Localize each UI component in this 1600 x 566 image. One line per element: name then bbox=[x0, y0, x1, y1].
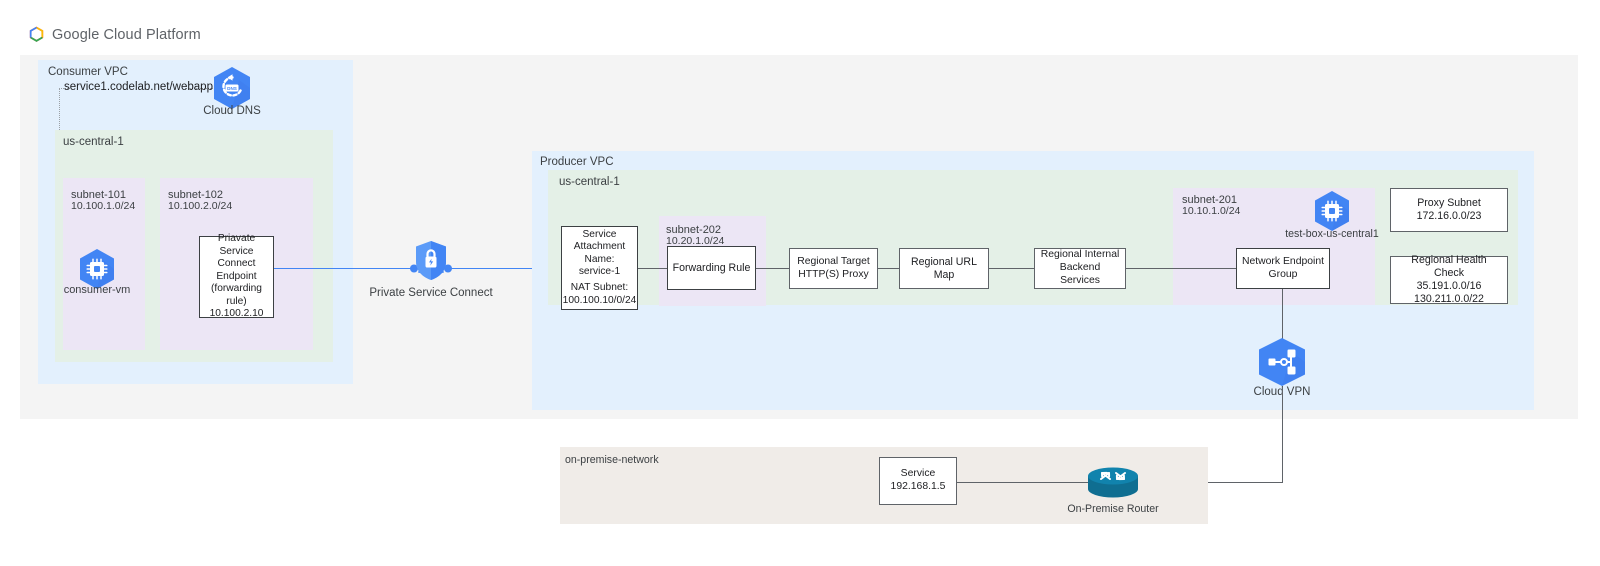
on-premise-service-line1: Service bbox=[900, 468, 936, 480]
link-vpn-to-onprem-vertical bbox=[1282, 387, 1283, 482]
subnet-102-cidr: 10.100.2.0/24 bbox=[168, 200, 233, 212]
psc-endpoint-line4: 10.100.2.10 bbox=[209, 308, 264, 320]
service-attachment-line5: 100.100.10/0/24 bbox=[562, 294, 637, 306]
consumer-vm-label: consumer-vm bbox=[63, 284, 131, 296]
on-premise-service-box: Service 192.168.1.5 bbox=[879, 457, 957, 505]
service-attachment-box: Service Attachment Name: service-1 NAT S… bbox=[561, 226, 638, 310]
link-attachment-to-forwarding-rule bbox=[638, 268, 667, 269]
link-proxy-to-url-map bbox=[878, 268, 899, 269]
regional-target-proxy-box: Regional Target HTTP(S) Proxy bbox=[789, 248, 878, 289]
psc-endpoint-line3: (forwarding rule) bbox=[211, 283, 262, 307]
health-check-line2: 35.191.0.0/16 bbox=[1416, 280, 1482, 292]
backend-services-line2: Backend Services bbox=[1059, 262, 1101, 286]
link-backend-to-neg bbox=[1126, 268, 1236, 269]
psc-endpoint-box: Priavate Service Connect Endpoint (forwa… bbox=[199, 233, 274, 320]
backend-services-line1: Regional Internal bbox=[1040, 249, 1120, 261]
cloud-dns-label-line1: Cloud bbox=[203, 105, 234, 117]
service-attachment-line3: Name: service-1 bbox=[578, 253, 621, 278]
cloud-dns-icon: DNS bbox=[212, 66, 252, 115]
dns-query-path-top bbox=[59, 88, 70, 89]
dns-hostname-label: service1.codelab.net/webapp bbox=[64, 81, 213, 93]
subnet-201-cidr: 10.10.1.0/24 bbox=[1182, 205, 1241, 217]
test-box-label: test-box-us-central1 bbox=[1285, 228, 1379, 240]
on-premise-router-label: On-Premise Router bbox=[1067, 503, 1159, 515]
regional-health-check-box: Regional Health Check 35.191.0.0/16 130.… bbox=[1390, 254, 1508, 305]
service-attachment-line1: Service bbox=[582, 229, 617, 240]
link-vpn-to-onprem-horizontal bbox=[1140, 482, 1283, 483]
test-box-vm-icon bbox=[1313, 190, 1351, 237]
service-attachment-line2: Attachment bbox=[573, 241, 626, 253]
regional-backend-services-box: Regional Internal Backend Services bbox=[1034, 248, 1126, 289]
producer-region-label: us-central-1 bbox=[559, 176, 620, 188]
dns-query-path-to-dns bbox=[185, 88, 217, 89]
gcp-brand-label: Google Cloud Platform bbox=[52, 26, 201, 43]
target-proxy-line1: Regional Target bbox=[797, 255, 870, 267]
subnet-201-name: subnet-201 bbox=[1182, 194, 1238, 206]
health-check-line1: Regional Health Check bbox=[1411, 254, 1487, 280]
psc-link-right bbox=[448, 268, 561, 270]
link-url-map-to-backend bbox=[989, 268, 1034, 269]
subnet-102-name: subnet-102 bbox=[168, 189, 224, 201]
forwarding-rule-box: Forwarding Rule bbox=[667, 246, 756, 290]
consumer-region-label: us-central-1 bbox=[63, 136, 124, 148]
router-icon bbox=[1085, 462, 1141, 505]
link-service-to-router bbox=[957, 482, 1090, 483]
private-service-connect-label: Private Service Connect bbox=[369, 287, 493, 299]
proxy-subnet-line2: 172.16.0.0/23 bbox=[1416, 210, 1482, 222]
subnet-101-cidr: 10.100.1.0/24 bbox=[71, 200, 136, 212]
psc-link-left bbox=[274, 268, 414, 270]
link-neg-to-vpn bbox=[1282, 289, 1283, 340]
on-premise-service-line2: 192.168.1.5 bbox=[890, 481, 946, 492]
health-check-line3: 130.211.0.0/22 bbox=[1414, 292, 1484, 305]
compute-engine-vm-icon bbox=[78, 248, 116, 295]
proxy-subnet-box: Proxy Subnet 172.16.0.0/23 bbox=[1390, 188, 1508, 232]
cloud-vpn-icon bbox=[1255, 337, 1309, 392]
regional-url-map-box: Regional URL Map bbox=[899, 248, 989, 289]
neg-line1: Network Endpoint bbox=[1241, 255, 1324, 267]
forwarding-rule-label: Forwarding Rule bbox=[672, 261, 751, 274]
svg-text:DNS: DNS bbox=[227, 86, 237, 91]
private-service-connect-icon bbox=[408, 238, 454, 291]
cloud-dns-label: Cloud DNS bbox=[192, 104, 272, 118]
subnet-101-name: subnet-101 bbox=[71, 189, 127, 201]
on-premise-network-title: on-premise-network bbox=[565, 454, 659, 466]
psc-endpoint-line2: Connect Endpoint bbox=[216, 258, 257, 282]
link-forwarding-rule-to-proxy bbox=[756, 268, 789, 269]
psc-endpoint-line1: Priavate Service bbox=[217, 233, 256, 257]
url-map-label: Regional URL Map bbox=[911, 255, 977, 281]
service-attachment-line4: NAT Subnet: bbox=[570, 282, 629, 294]
network-endpoint-group-box: Network Endpoint Group bbox=[1236, 248, 1330, 289]
subnet-202-name: subnet-202 bbox=[666, 224, 722, 236]
proxy-subnet-line1: Proxy Subnet bbox=[1417, 197, 1481, 210]
target-proxy-line2: HTTP(S) Proxy bbox=[798, 268, 869, 280]
cloud-dns-label-line2: DNS bbox=[236, 105, 261, 117]
subnet-202-cidr: 10.20.1.0/24 bbox=[666, 235, 725, 247]
neg-line2: Group bbox=[1268, 268, 1298, 280]
gcp-brand-header: Google Cloud Platform bbox=[28, 26, 201, 43]
consumer-vpc-title: Consumer VPC bbox=[48, 66, 128, 78]
cloud-vpn-label: Cloud VPN bbox=[1253, 386, 1311, 398]
producer-vpc-title: Producer VPC bbox=[540, 156, 614, 168]
google-cloud-logo-icon bbox=[28, 26, 45, 43]
